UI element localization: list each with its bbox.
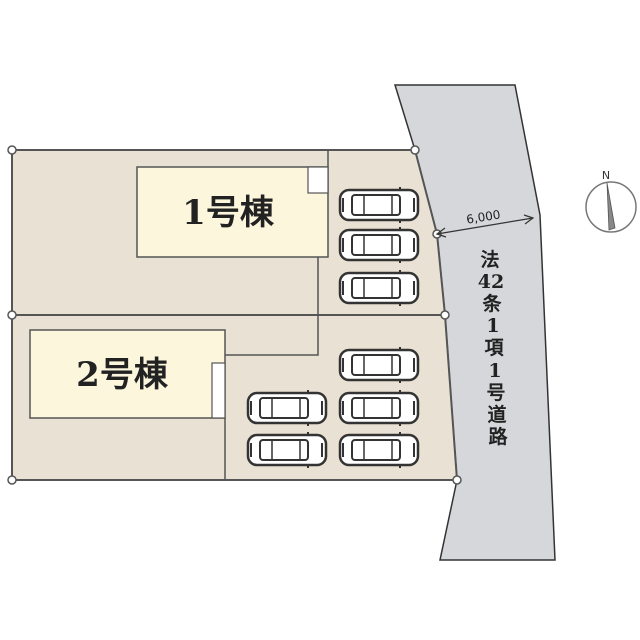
- road-width-label: 6,000: [465, 207, 501, 226]
- road-label-char: 法: [480, 248, 499, 271]
- road-width-dimension: 6,000: [435, 207, 535, 238]
- road-label-char: 42: [478, 271, 504, 293]
- north-label: N: [602, 169, 610, 182]
- car-icon: [338, 187, 420, 223]
- north-compass-icon: N: [585, 169, 637, 233]
- road-label-char: 路: [488, 425, 508, 448]
- car-icon: [338, 270, 420, 306]
- building-1-label: 1号棟: [182, 193, 275, 233]
- road-label-char: 1: [486, 315, 499, 337]
- building-2-label: 2号棟: [76, 355, 169, 395]
- car-icon: [246, 432, 328, 468]
- road-label-char: 項: [484, 337, 504, 359]
- road-label-char: 1: [488, 360, 501, 382]
- car-icon: [338, 432, 420, 468]
- lot-boundary-line: [225, 257, 319, 356]
- car-icon: [338, 390, 420, 426]
- road-label: 法 42 条 1 項 1 号 道 路: [478, 248, 509, 448]
- car-icon: [246, 390, 328, 426]
- car-icon: [338, 347, 420, 383]
- road-label-char: 号: [486, 382, 505, 404]
- building-1: 1号棟: [136, 166, 329, 258]
- car-icon: [338, 227, 420, 263]
- road-label-char: 道: [487, 403, 506, 426]
- parking-spaces: [246, 187, 420, 468]
- road-label-char: 条: [482, 292, 502, 315]
- building-2: 2号棟: [29, 329, 226, 419]
